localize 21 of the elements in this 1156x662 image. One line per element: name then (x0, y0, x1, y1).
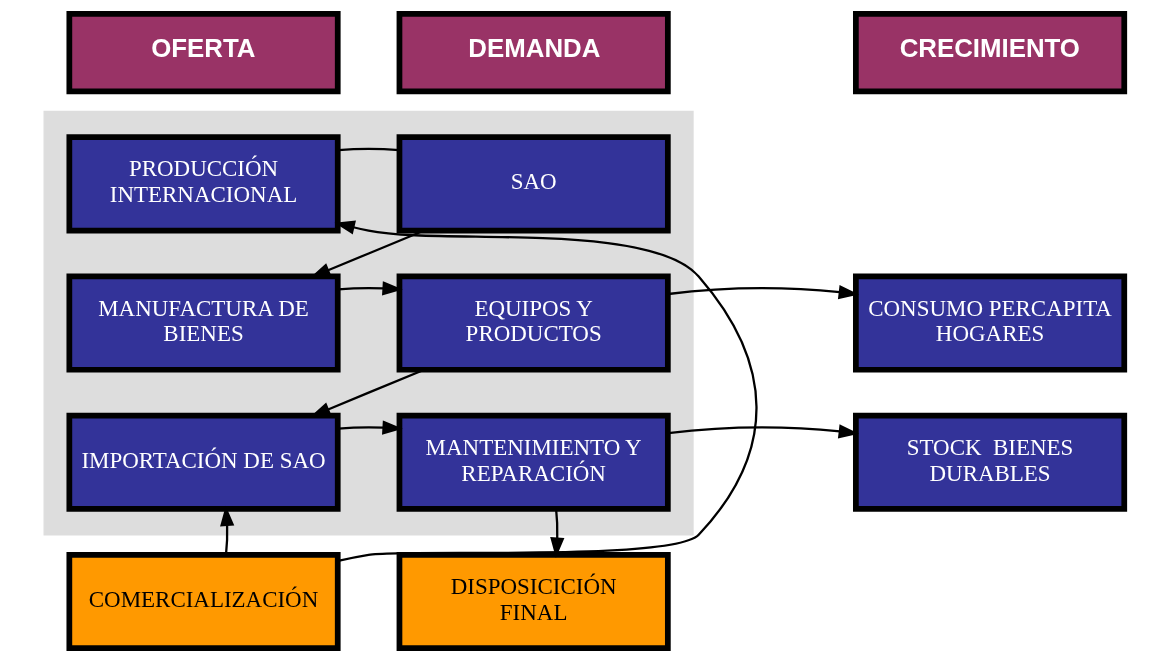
node-box: COMERCIALIZACIÓN (65, 552, 341, 652)
node-box: MANUFACTURA DE BIENES (65, 273, 341, 373)
node-box: SAO (396, 134, 671, 234)
node-box: DEMANDA (396, 10, 671, 95)
node-box: CRECIMIENTO (852, 10, 1127, 95)
arrow (549, 509, 564, 558)
arrow (667, 424, 859, 439)
arrow (333, 220, 758, 562)
node-box: EQUIPOS Y PRODUCTOS (396, 273, 671, 373)
arrow (337, 281, 403, 296)
node-box: PRODUCCIÓN INTERNACIONAL (65, 134, 341, 234)
node-box: IMPORTACIÓN DE SAO (65, 412, 341, 512)
node-box: MANTENIMIENTO Y REPARACIÓN (396, 412, 671, 512)
node-box: DISPOSICICIÓN FINAL (396, 552, 671, 652)
cluster (43, 110, 694, 536)
connector (337, 147, 399, 152)
arrow (337, 420, 403, 435)
node-box: CONSUMO PERCAPITA HOGARES (852, 273, 1127, 373)
node-box: OFERTA (65, 10, 341, 95)
node-box: STOCK BIENES DURABLES (852, 412, 1127, 512)
arrow (667, 284, 859, 300)
